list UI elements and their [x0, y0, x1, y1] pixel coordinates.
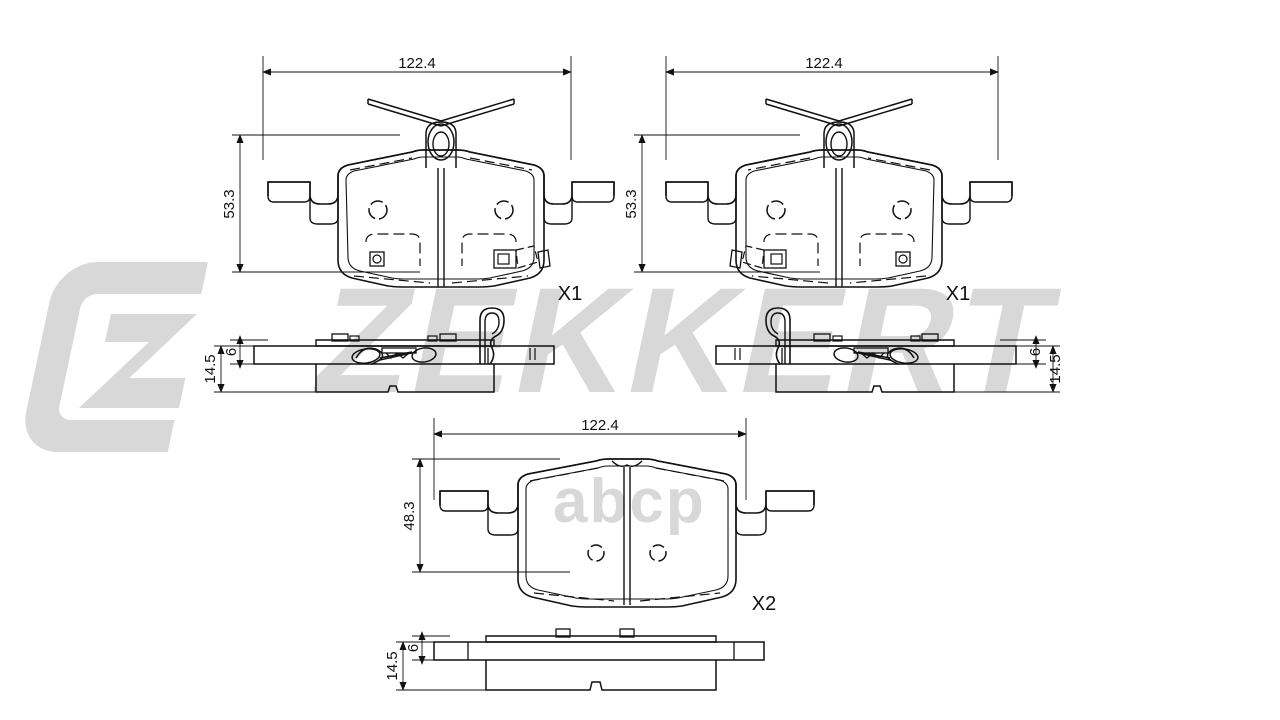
dimension-width-left-label: 122.4	[398, 55, 436, 72]
dimension-width-right-label: 122.4	[805, 55, 843, 72]
dimension-friction-bottom: 6	[405, 631, 486, 665]
quantity-label-bottom-pad: X2	[752, 593, 776, 615]
dimension-width-bottom-label: 122.4	[581, 417, 619, 434]
dimension-thickness-left: 14.5	[202, 345, 320, 393]
dimension-thickness-bottom: 14.5	[384, 641, 500, 691]
left-pad-front-view: 122.4 53.3 X1	[221, 55, 615, 305]
dimension-width-left-pad: 122.4	[262, 55, 572, 160]
right-pad-front-view: 122.4 53.3 X1	[623, 55, 1013, 305]
dimension-friction-left-label: 6	[223, 348, 240, 356]
right-pad-side-view: 14.5 6	[715, 307, 1064, 393]
quantity-label-left-pad: X1	[558, 283, 582, 305]
quantity-label-right-pad: X1	[946, 283, 970, 305]
dimension-thickness-right-label: 14.5	[1047, 354, 1064, 383]
dimension-thickness-right: 14.5	[950, 345, 1064, 393]
dimension-thickness-bottom-label: 14.5	[384, 651, 401, 680]
watermark-secondary-text: abcp	[553, 467, 706, 536]
dimension-friction-left: 6	[223, 335, 300, 369]
dimension-width-bottom-pad: 122.4	[433, 417, 747, 500]
dimension-friction-bottom-label: 6	[405, 644, 422, 652]
dimension-height-right-label: 53.3	[623, 189, 640, 218]
watermark-layer: ZEKKERT abcp	[25, 258, 1074, 536]
dimension-height-left-label: 53.3	[221, 189, 238, 218]
dimension-friction-right: 6	[980, 335, 1046, 369]
bottom-pad-front-view: 122.4 48.3 X2	[401, 417, 815, 615]
dimension-height-bottom-pad: 48.3	[401, 458, 570, 573]
dimension-width-right-pad: 122.4	[665, 55, 999, 160]
bottom-pad-side-view: 14.5 6	[384, 628, 765, 691]
dimension-height-left-pad: 53.3	[221, 134, 420, 273]
dimension-height-bottom-label: 48.3	[401, 501, 418, 530]
dimension-thickness-left-label: 14.5	[202, 354, 219, 383]
left-pad-side-view: 14.5 6	[202, 307, 555, 393]
dimension-height-right-pad: 53.3	[623, 134, 820, 273]
dimension-friction-right-label: 6	[1027, 348, 1044, 356]
zekkert-z-logo-icon	[25, 262, 208, 452]
